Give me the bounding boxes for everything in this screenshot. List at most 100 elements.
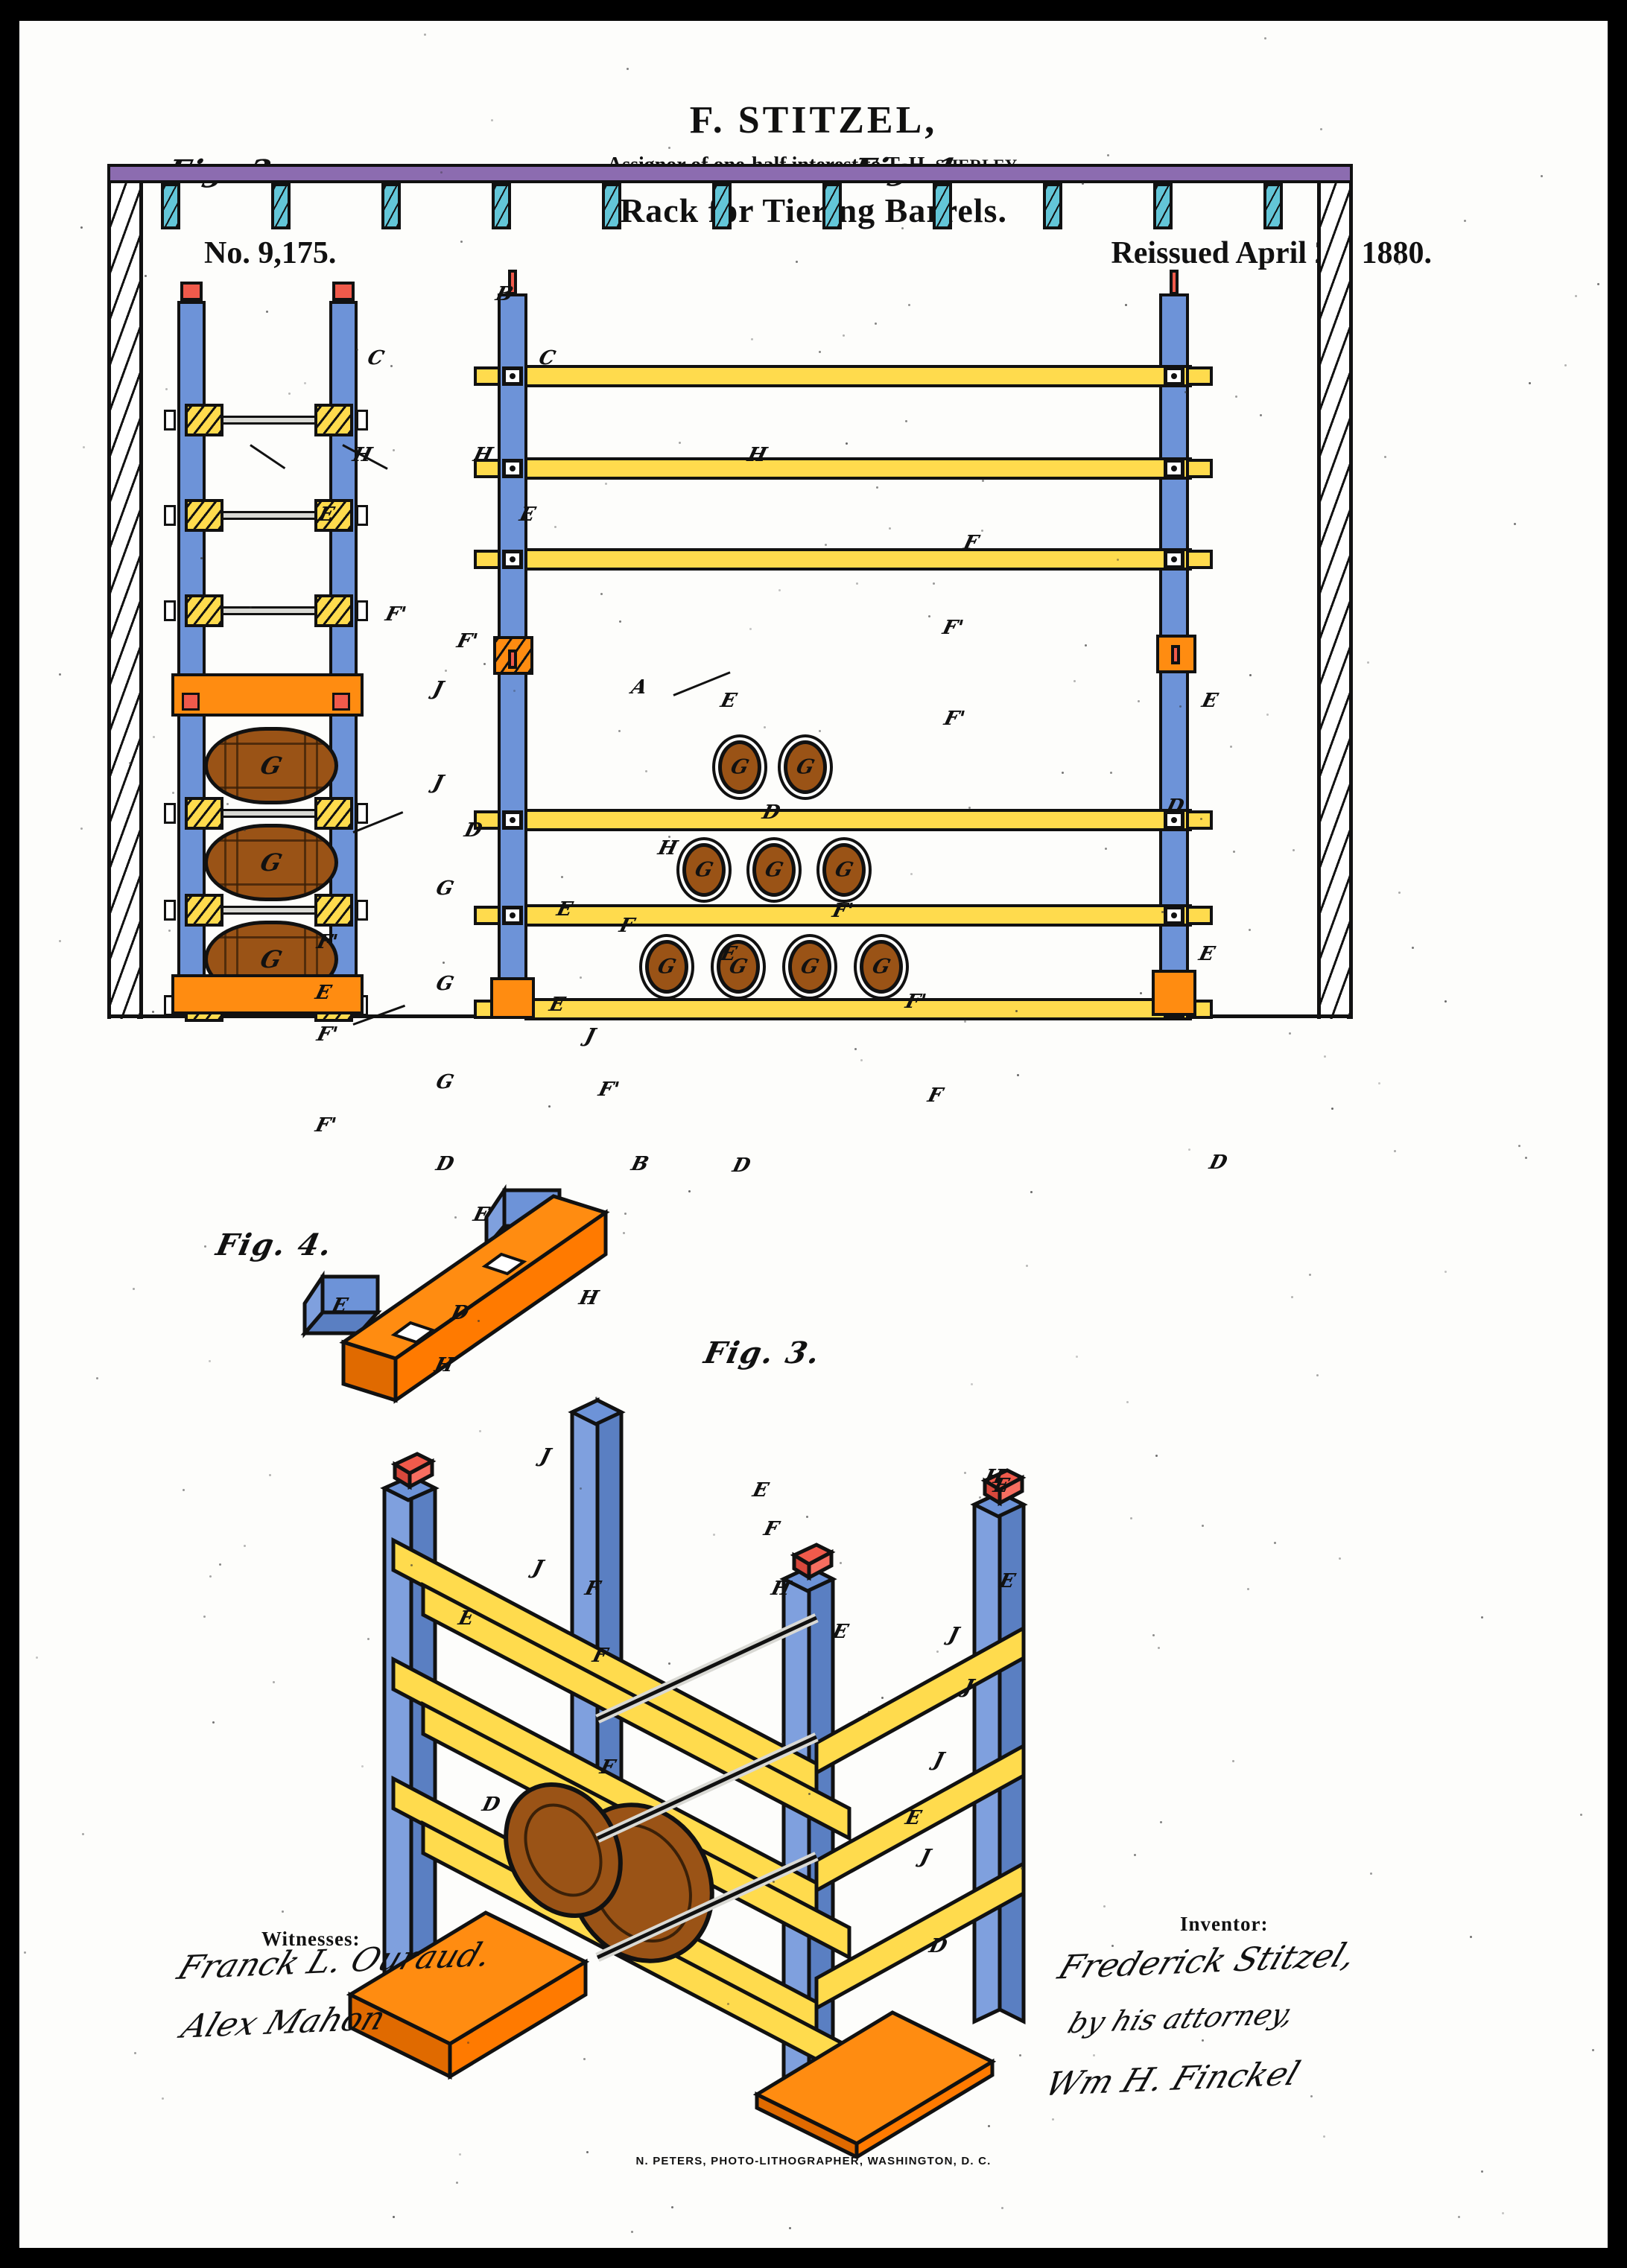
barrel-letter-G: G [793,755,817,779]
paper-speck [1323,2135,1326,2138]
paper-speck [1232,1759,1235,1762]
rail-F [524,365,1192,387]
paper-speck [1085,644,1088,647]
paper-speck [867,1711,870,1714]
paper-speck [1093,2054,1096,2057]
printer-imprint: N. PETERS, PHOTO-LITHOGRAPHER, WASHINGTO… [635,2155,992,2167]
reference-letter-B: B [629,1153,651,1175]
paper-speck [423,33,426,36]
paper-speck [1073,680,1076,683]
paper-speck [1125,304,1128,307]
paper-speck [1137,699,1140,702]
paper-speck [970,1382,973,1385]
paper-speck [58,673,61,676]
paper-speck [789,2226,792,2229]
rail-stub [474,906,501,925]
paper-speck [854,1048,857,1051]
paper-speck [860,1058,863,1061]
post-lug [356,600,368,621]
reference-letter-D: D [434,1153,457,1175]
paper-speck [874,322,877,325]
paper-speck [35,1656,38,1659]
paper-speck [594,1397,597,1400]
paper-speck [151,1010,154,1013]
reference-letter-F: F [925,1084,945,1107]
paper-speck [182,1489,185,1492]
inventor-heading: Inventor: [1180,1913,1269,1935]
reference-letter-G: G [434,1071,456,1093]
paper-speck [303,382,306,384]
paper-speck [1184,391,1187,394]
paper-speck [876,486,879,489]
paper-speck [806,1516,809,1519]
ceiling-joist-C [602,183,621,229]
barrel-letter-G: G [798,955,822,979]
figure-4-sill-detail [300,1184,610,1404]
post-cap-H [332,282,355,301]
paper-speck [1179,705,1182,708]
paper-speck [1188,1148,1191,1151]
paper-speck [80,827,83,830]
paper-speck [1155,1455,1158,1458]
paper-speck [1111,1945,1114,1948]
paper-speck [1266,258,1269,261]
paper-speck [964,1471,967,1474]
paper-speck [456,2181,459,2184]
rail-stub [1186,810,1213,830]
rail-F [814,1742,1026,1894]
paper-speck [1310,2095,1313,2098]
paper-speck [819,729,822,732]
paper-speck [1308,1273,1311,1276]
paper-speck [631,2231,634,2234]
paper-speck [1081,182,1084,185]
barrel-letter-G: G [257,752,285,780]
paper-speck [554,526,556,529]
paper-speck [1075,1355,1078,1358]
paper-speck [1126,1400,1129,1403]
ceiling-joist-C [492,183,511,229]
paper-speck [627,68,629,71]
post-lug [164,505,176,526]
rail-bolt [502,810,523,830]
paper-speck [778,589,781,592]
paper-speck [764,725,767,728]
rail-bolt [1164,550,1184,569]
paper-speck [1139,992,1142,995]
paper-speck [604,482,607,485]
rail-F [524,904,1192,927]
paper-speck [839,1561,842,1564]
paper-speck [209,1575,212,1578]
paper-speck [1202,1525,1205,1528]
paper-speck [203,1616,206,1619]
rail-stub [1186,366,1213,386]
barrel-letter-G: G [257,848,285,877]
paper-speck [679,442,682,445]
paper-speck [129,761,132,764]
bearing-block-F [185,797,223,830]
paper-speck [1234,395,1237,398]
barrel-letter-G: G [257,945,285,973]
paper-speck [1018,2054,1021,2057]
paper-speck [1564,363,1567,366]
tie-rod-J [223,809,314,818]
sill-mortise-H [508,649,517,669]
sill-D-iso [339,1194,610,1404]
paper-speck [1481,1616,1484,1619]
rail-bolt [502,550,523,569]
leader-line [673,671,731,696]
paper-speck [396,1333,399,1336]
barrel-letter-G: G [762,858,786,882]
paper-speck [1199,817,1202,820]
paper-speck [1103,1905,1106,1908]
paper-speck [288,392,291,395]
paper-speck [843,334,846,337]
paper-speck [1263,36,1266,39]
wall-right [1317,179,1353,1019]
paper-speck [1248,929,1251,932]
rail-bolt [502,906,523,925]
sill-D-base-left [346,1910,590,2080]
paper-speck [560,876,563,879]
barrel-G-side: G [204,727,338,804]
paper-speck [1394,1150,1397,1153]
ceiling-joist-C [712,183,732,229]
